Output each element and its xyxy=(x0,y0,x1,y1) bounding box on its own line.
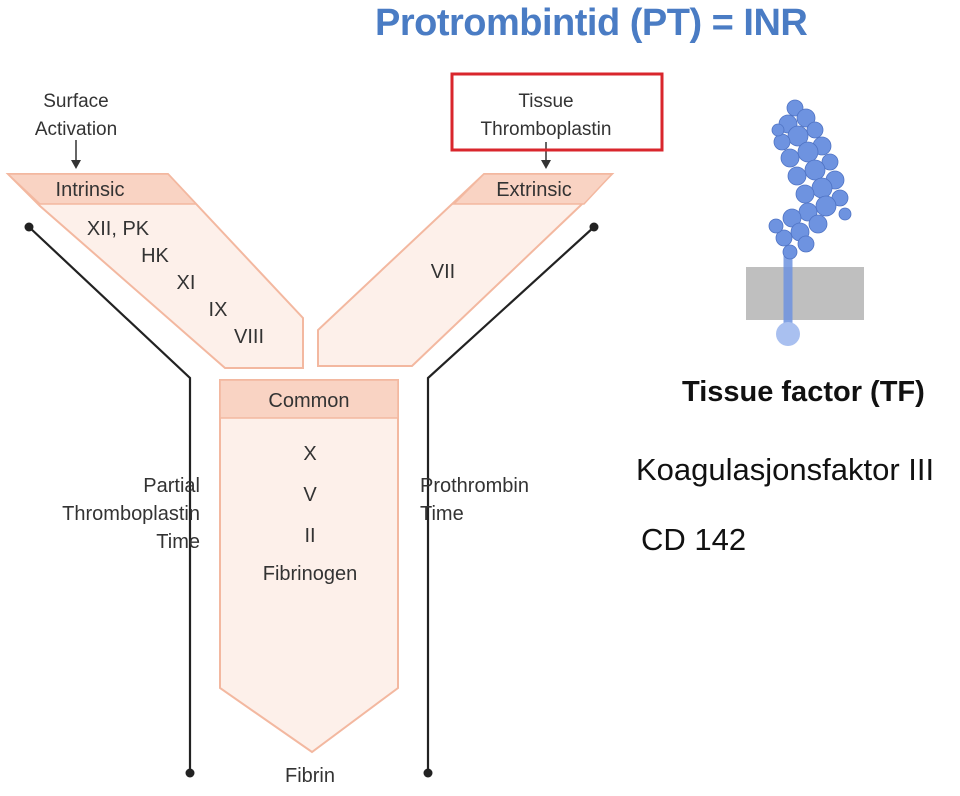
common-factor: II xyxy=(304,525,315,547)
slide-title: Protrombintid (PT) = INR xyxy=(375,2,808,44)
pt-line xyxy=(423,222,599,778)
intrinsic-header: Intrinsic xyxy=(56,179,125,201)
common-factor: X xyxy=(303,443,316,465)
tissue-thromboplastin-highlight-box xyxy=(450,72,664,152)
extrinsic-factor: VII xyxy=(431,261,455,283)
extrinsic-header-band xyxy=(452,173,614,205)
tissue-factor-cd-name: CD 142 xyxy=(641,522,747,557)
intrinsic-factor: XI xyxy=(177,272,196,294)
common-factor: Fibrinogen xyxy=(263,563,358,585)
common-header-band xyxy=(219,379,399,419)
tissue-thromboplastin-arrow xyxy=(541,142,551,169)
intrinsic-factor: IX xyxy=(209,299,228,321)
fibrin-label: Fibrin xyxy=(285,765,335,787)
common-factor: V xyxy=(303,484,317,506)
tissue-factor-alt-name: Koagulasjonsfaktor III xyxy=(636,452,935,487)
cytoplasmic-tail xyxy=(776,322,800,346)
pt-end-dot xyxy=(423,768,433,778)
tissue-factor-title: Tissue factor (TF) xyxy=(682,376,925,408)
extrinsic-header: Extrinsic xyxy=(496,179,572,201)
intrinsic-factor: VIII xyxy=(234,326,264,348)
pt-start-dot xyxy=(589,222,599,232)
surface-activation-arrow xyxy=(71,140,81,169)
common-header: Common xyxy=(268,390,349,412)
ptt-start-dot xyxy=(24,222,34,232)
intrinsic-factor: XII, PK xyxy=(87,218,150,240)
tissue-factor-protein-icon xyxy=(746,99,864,346)
ptt-end-dot xyxy=(185,768,195,778)
cell-membrane xyxy=(746,267,864,320)
ptt-line xyxy=(24,222,195,778)
intrinsic-header-band xyxy=(6,173,198,205)
intrinsic-factor: HK xyxy=(141,245,169,267)
